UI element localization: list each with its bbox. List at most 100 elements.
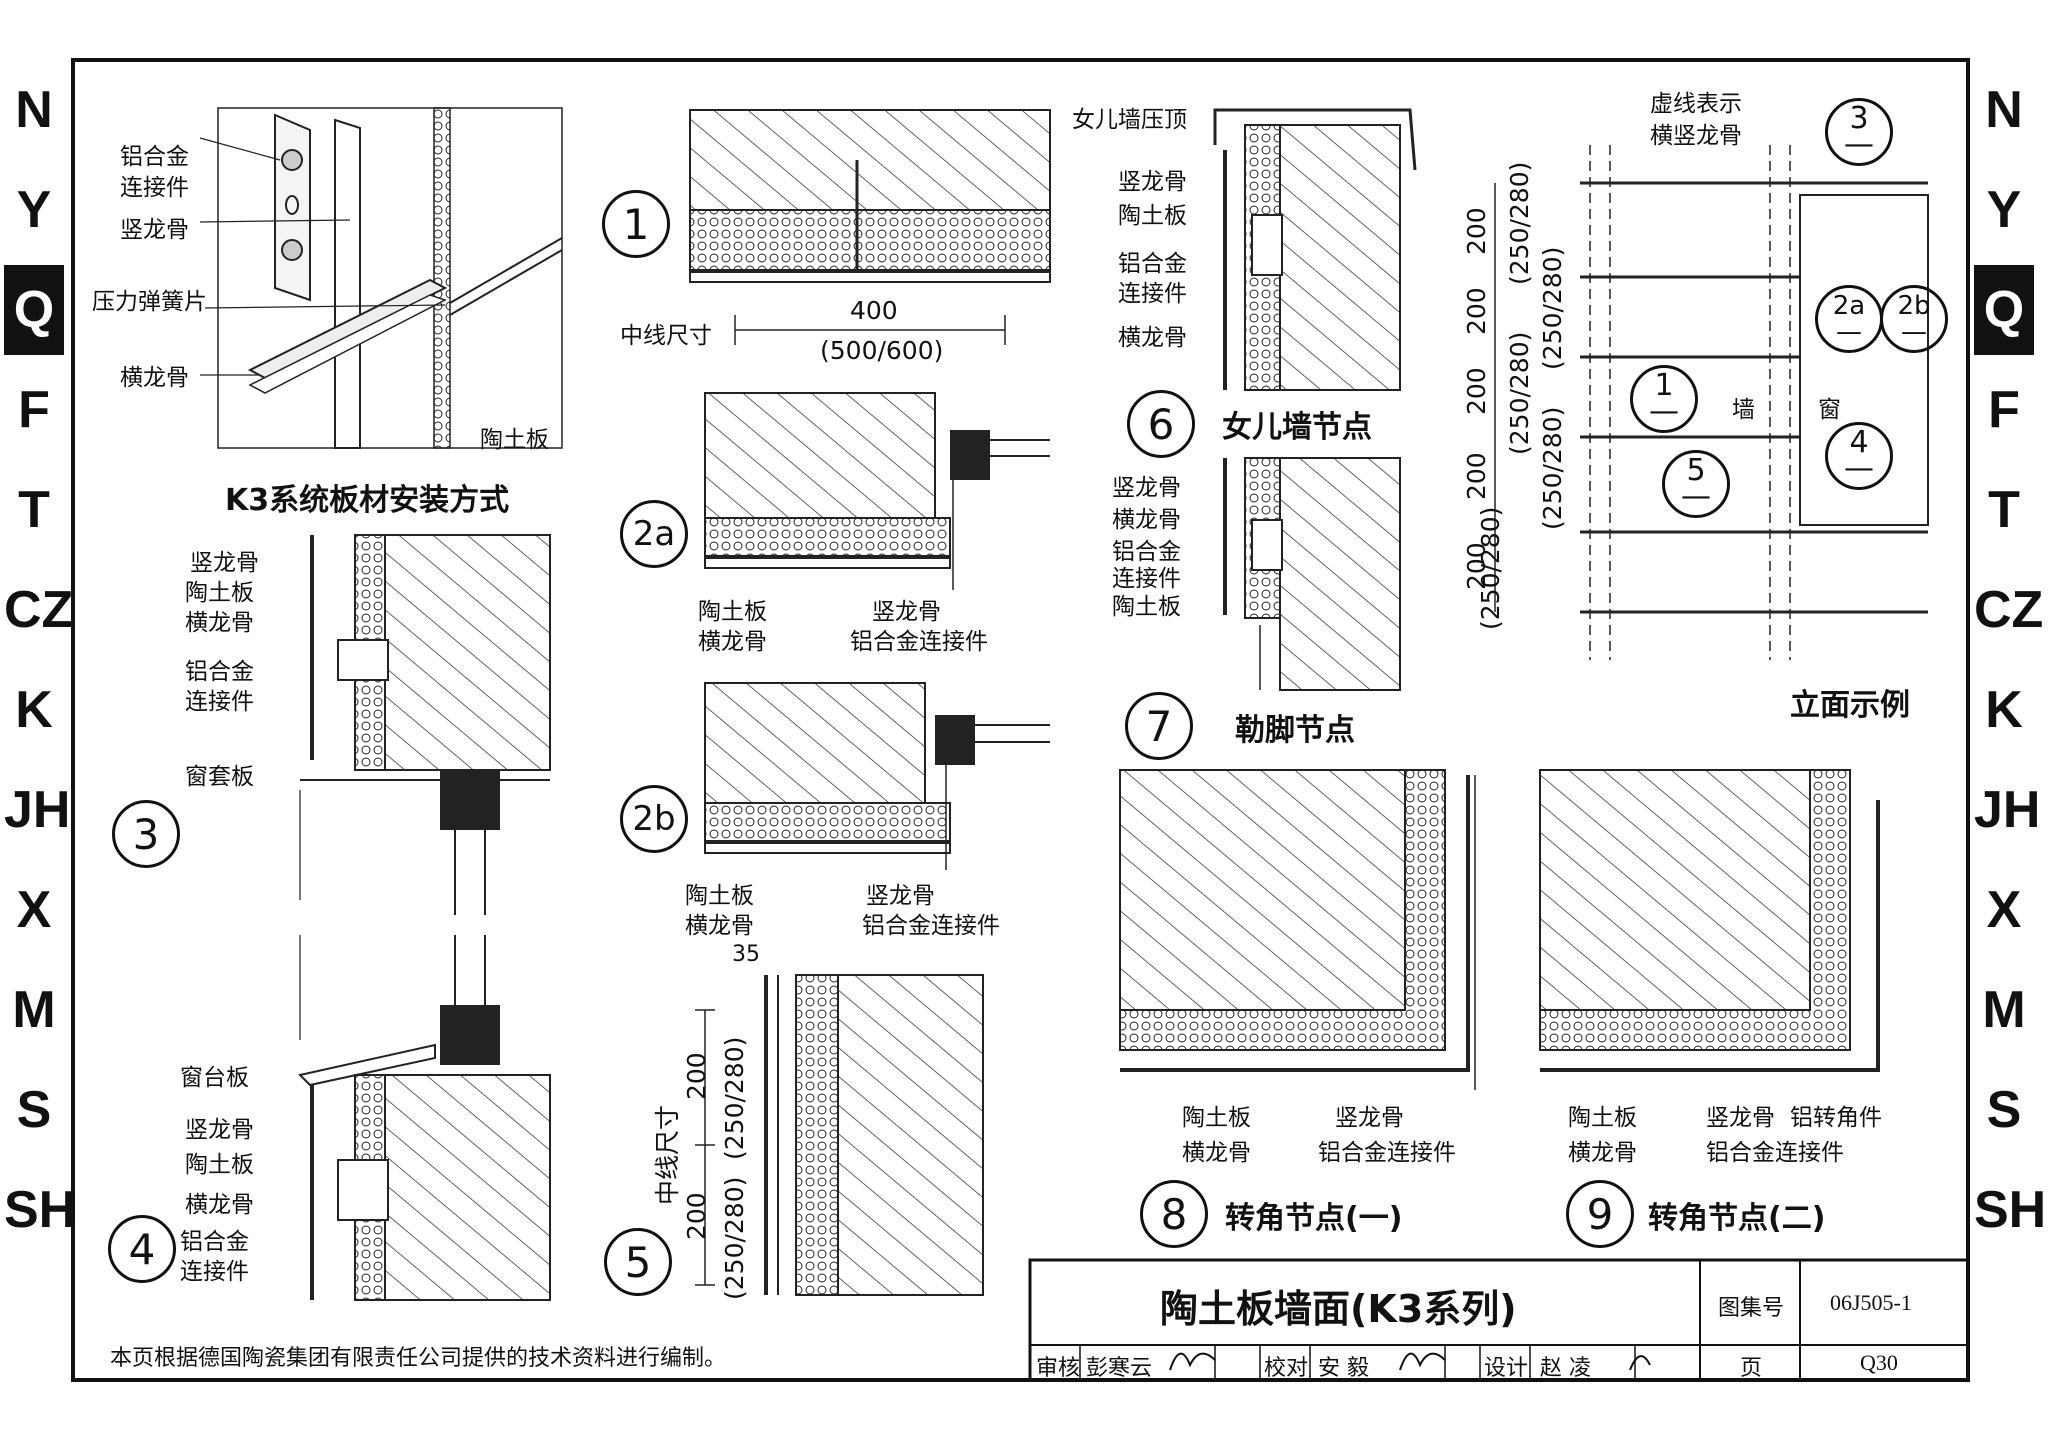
tab-right-q[interactable]: Q: [1974, 265, 2034, 355]
elevation-dim-b-1: (250/280): [1505, 161, 1534, 285]
detail-9-marker: 9: [1566, 1180, 1634, 1248]
detail-6-label-panel: 陶土板: [1118, 203, 1187, 229]
tab-right-sh[interactable]: SH: [1974, 1181, 2047, 1239]
tab-left-cz[interactable]: CZ: [4, 581, 74, 639]
install-label-horizontal-keel: 横龙骨: [120, 365, 189, 391]
tab-right-cz[interactable]: CZ: [1974, 581, 2044, 639]
elevation-dim-b-2: (250/280): [1538, 246, 1567, 370]
detail-4-label-connector: 连接件: [180, 1259, 249, 1285]
elevation-marker-3-sub: —: [1844, 127, 1874, 162]
detail-7-drawing: [1223, 457, 1401, 691]
detail-2a-drawing: [704, 392, 1050, 590]
tab-left-k[interactable]: K: [15, 681, 53, 739]
title-block-title: 陶土板墙面(K3系列): [1160, 1287, 1517, 1331]
detail-8-label-panel: 陶土板: [1182, 1105, 1251, 1131]
detail-7-title: 勒脚节点: [1235, 713, 1355, 748]
install-label-vertical-keel: 竖龙骨: [120, 217, 189, 243]
title-block-check-label: 校对: [1264, 1356, 1309, 1381]
detail-9-label-vkeel: 竖龙骨: [1706, 1105, 1775, 1131]
detail-5-marker: 5: [604, 1228, 672, 1296]
detail-3-label-alloy: 铝合金: [185, 659, 254, 685]
tab-right-f[interactable]: F: [1988, 381, 2020, 439]
tab-left-m[interactable]: M: [12, 981, 56, 1039]
elevation-dim-b-3: (250/280): [1505, 331, 1534, 455]
detail-8-label-vkeel: 竖龙骨: [1335, 1105, 1404, 1131]
tab-right-m[interactable]: M: [1982, 981, 2026, 1039]
detail-2a-label-panel: 陶土板: [698, 599, 767, 625]
detail-8-drawing: [1119, 769, 1476, 1090]
detail-3-drawing: [299, 534, 551, 915]
detail-1-drawing: [689, 109, 1051, 345]
elevation-dim-a-2: 200: [1462, 287, 1491, 335]
tab-left-s[interactable]: S: [16, 1081, 52, 1139]
install-label-connector: 连接件: [120, 175, 189, 201]
elevation-marker-2b: 2b—: [1880, 285, 1948, 353]
tab-left-sh[interactable]: SH: [4, 1181, 77, 1239]
detail-2b-label-vkeel: 竖龙骨: [866, 883, 935, 909]
install-drawing: [199, 107, 563, 449]
tab-right-s[interactable]: S: [1986, 1081, 2022, 1139]
detail-5-dim-1: 200: [682, 1052, 711, 1100]
detail-9-label-corner: 铝转角件: [1790, 1105, 1882, 1131]
tab-left-t[interactable]: T: [18, 481, 50, 539]
detail-8-title: 转角节点(一): [1225, 1201, 1403, 1236]
detail-4-label-vkeel: 竖龙骨: [185, 1117, 254, 1143]
detail-5-dim-2: (250/280): [720, 1036, 749, 1160]
tab-right-k[interactable]: K: [1985, 681, 2023, 739]
detail-6-label-alloy: 铝合金: [1118, 251, 1187, 277]
elevation-dim-b-4: (250/280): [1538, 406, 1567, 530]
detail-7-label-alloy: 铝合金: [1112, 539, 1181, 565]
detail-9-label-connector: 铝合金连接件: [1706, 1140, 1844, 1166]
detail-6-label-hkeel: 横龙骨: [1118, 325, 1187, 351]
detail-5-drawing: [695, 974, 984, 1296]
elevation-window-label: 窗: [1818, 397, 1841, 423]
elevation-dim-a-4: 200: [1462, 452, 1491, 500]
tab-left-x[interactable]: X: [16, 881, 52, 939]
detail-6-label-connector: 连接件: [1118, 281, 1187, 307]
install-title: K3系统板材安装方式: [225, 483, 510, 518]
detail-9-label-hkeel: 横龙骨: [1568, 1140, 1637, 1166]
tab-right-t[interactable]: T: [1988, 481, 2020, 539]
detail-7-label-connector: 连接件: [1112, 566, 1181, 592]
elevation-marker-2b-sub: —: [1901, 317, 1927, 347]
detail-3-label-window-casing: 窗套板: [185, 764, 254, 790]
signature-designer: [1629, 1355, 1651, 1371]
detail-6-label-coping: 女儿墙压顶: [1072, 107, 1187, 133]
detail-8-label-hkeel: 横龙骨: [1182, 1140, 1251, 1166]
detail-1-dim-label: 中线尺寸: [620, 323, 712, 349]
detail-7-label-panel: 陶土板: [1112, 594, 1181, 620]
tab-right-y[interactable]: Y: [1986, 181, 2022, 239]
tab-right-jh[interactable]: JH: [1974, 781, 2041, 839]
elevation-marker-2a-sub: —: [1836, 317, 1862, 347]
elevation-wall-label: 墙: [1732, 397, 1755, 423]
install-label-spring: 压力弹簧片: [92, 289, 207, 315]
elevation-dim-a-1: 200: [1462, 207, 1491, 255]
elevation-marker-2b-num: 2b: [1897, 291, 1931, 321]
tab-left-n[interactable]: N: [15, 81, 53, 139]
elevation-marker-1: 1—: [1630, 365, 1698, 433]
detail-5-dim-3: 200: [682, 1192, 711, 1240]
tab-left-q[interactable]: Q: [4, 265, 64, 355]
elevation-marker-4: 4—: [1825, 422, 1893, 490]
detail-5-dim-top: 35: [732, 942, 760, 967]
elevation-marker-3: 3—: [1825, 98, 1893, 166]
install-label-panel: 陶土板: [480, 427, 549, 453]
detail-4-label-sill: 窗台板: [180, 1065, 249, 1091]
detail-4-marker: 4: [108, 1215, 176, 1283]
elevation-grid: [1494, 145, 1929, 660]
detail-5-dim-4: (250/280): [720, 1176, 749, 1300]
tab-left-jh[interactable]: JH: [4, 781, 71, 839]
install-label-alloy: 铝合金: [120, 144, 189, 170]
detail-2a-label-connector: 铝合金连接件: [850, 629, 988, 655]
detail-3-label-hkeel: 横龙骨: [185, 610, 254, 636]
tab-left-y[interactable]: Y: [16, 181, 52, 239]
tab-right-n[interactable]: N: [1985, 81, 2023, 139]
elevation-marker-2a-num: 2a: [1832, 291, 1866, 321]
detail-3-label-vkeel: 竖龙骨: [190, 550, 259, 576]
tab-left-f[interactable]: F: [18, 381, 50, 439]
elevation-marker-4-num: 4: [1849, 425, 1869, 460]
title-block-atlas-label: 图集号: [1718, 1296, 1785, 1321]
tab-right-x[interactable]: X: [1986, 881, 2022, 939]
elevation-note-1: 虚线表示: [1650, 91, 1742, 117]
detail-2b-label-panel: 陶土板: [685, 883, 754, 909]
